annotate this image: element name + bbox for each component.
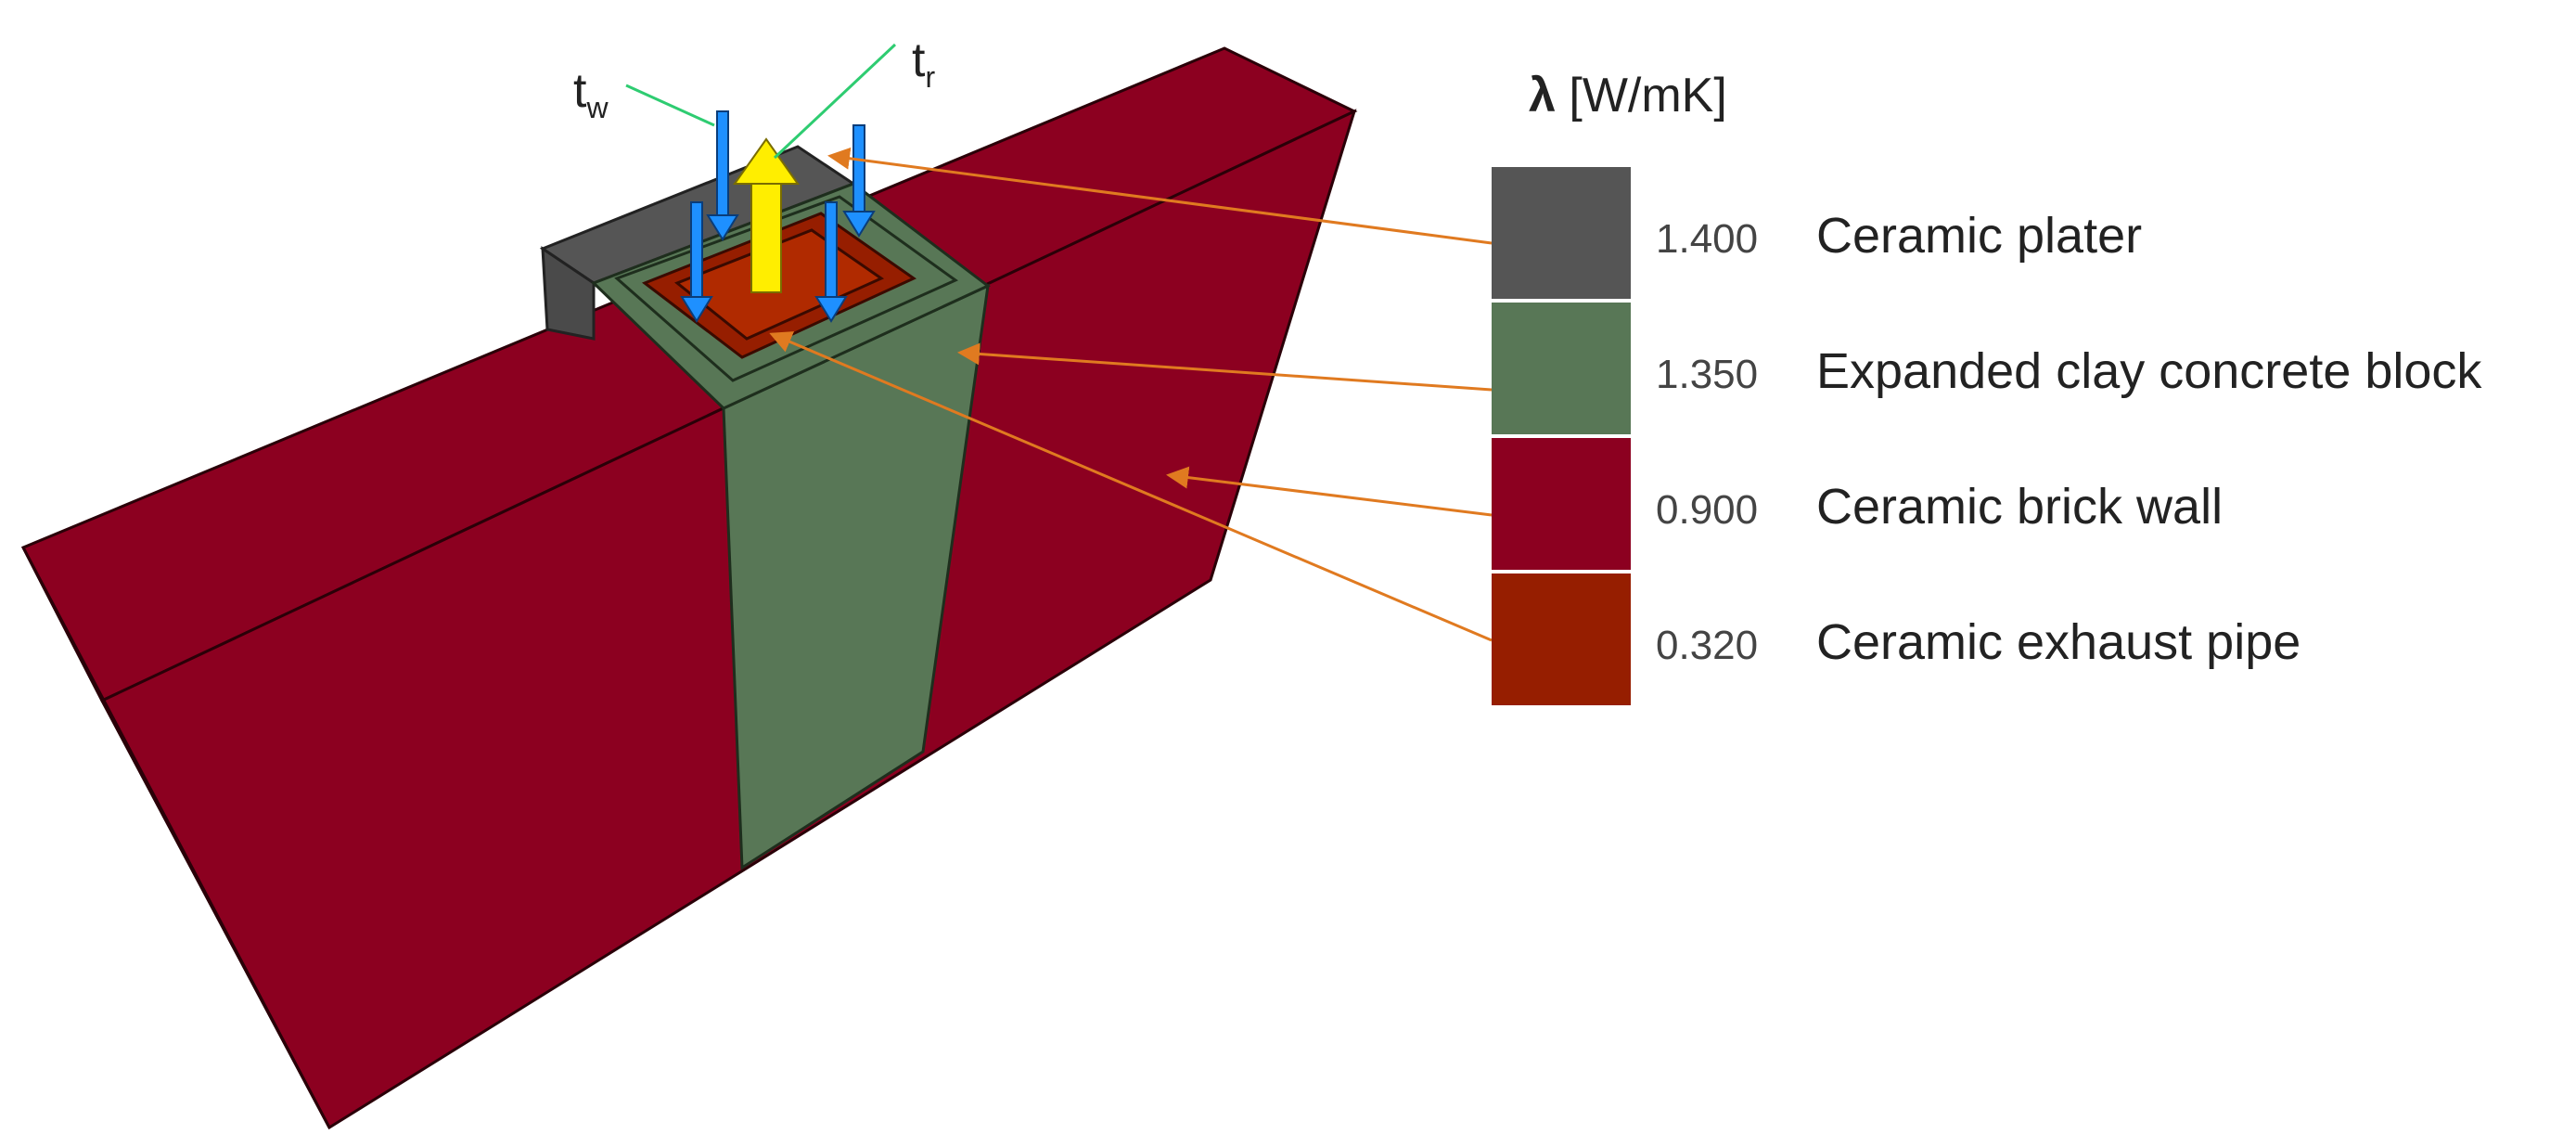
- plaster-side: [541, 246, 596, 341]
- tr-pointer-line: [773, 43, 897, 160]
- legend-name-pipe: Ceramic exhaust pipe: [1816, 614, 2300, 670]
- legend-title: λ [W/mK]: [1529, 69, 1727, 122]
- down-arrow-icon: [842, 124, 876, 238]
- legend-swatch-plaster: [1492, 167, 1631, 299]
- legend-value-plaster: 1.400: [1656, 216, 1758, 262]
- inward-heat-arrows: [680, 110, 876, 323]
- legend: λ [W/mK] 1.400 1.350 0.900 0.320 Ceramic…: [1492, 69, 2482, 705]
- legend-swatch-pipe: [1492, 574, 1631, 705]
- tw-label: tw: [573, 64, 609, 124]
- legend-swatch-brick: [1492, 438, 1631, 570]
- legend-swatch-concrete: [1492, 303, 1631, 434]
- down-arrow-icon: [706, 110, 739, 241]
- legend-name-brick: Ceramic brick wall: [1816, 479, 2223, 535]
- legend-name-plaster: Ceramic plater: [1816, 208, 2142, 264]
- leader-brick: [1166, 466, 1493, 517]
- tr-label: tr: [912, 33, 935, 94]
- wall-end-face: [21, 547, 331, 1128]
- up-arrow-icon: [733, 137, 800, 293]
- leader-arrows: [769, 147, 1493, 642]
- legend-value-pipe: 0.320: [1656, 623, 1758, 668]
- tw-pointer-line: [625, 84, 715, 127]
- leader-pipe: [769, 331, 1493, 642]
- leader-concrete: [957, 342, 1493, 392]
- leader-plaster: [827, 147, 1493, 245]
- down-arrow-icon: [814, 201, 848, 323]
- legend-name-concrete: Expanded clay concrete block: [1816, 343, 2482, 399]
- legend-value-concrete: 1.350: [1656, 352, 1758, 397]
- down-arrow-icon: [680, 201, 713, 323]
- legend-value-brick: 0.900: [1656, 487, 1758, 533]
